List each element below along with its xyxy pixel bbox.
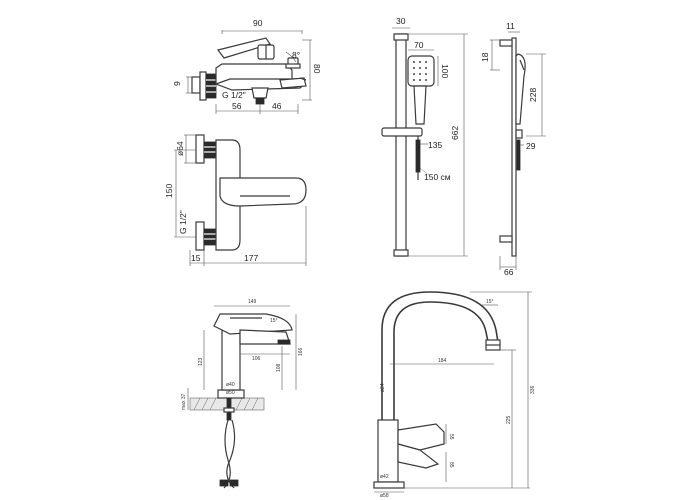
dim-angle: 8° bbox=[292, 50, 300, 60]
dim-basin-diam-base: ø50 bbox=[226, 390, 235, 396]
dim-kitchen-handle-a: 55 bbox=[448, 434, 454, 440]
dim-holder: 135 bbox=[428, 140, 442, 150]
dim-front-diameter: ø64 bbox=[175, 141, 185, 156]
dim-offset: 15 bbox=[191, 253, 201, 263]
dim-side-holder: 29 bbox=[526, 141, 536, 151]
shower-head-nozzles bbox=[413, 61, 427, 81]
dim-eccentric: 9 bbox=[172, 81, 182, 86]
basin-mixer-view: 149 15° 106 123 108 166 ø40 ø50 max 37 bbox=[181, 299, 304, 489]
bath-mixer-front-view: ø64 150 G 1/2" 15 177 bbox=[164, 134, 307, 266]
dim-center-distance: 150 bbox=[164, 184, 174, 198]
dim-total-width: 177 bbox=[244, 253, 258, 263]
dim-basin-height-left: 123 bbox=[198, 357, 204, 366]
dim-hose: 150 см bbox=[424, 172, 451, 182]
dim-rail-width: 30 bbox=[396, 16, 406, 26]
dim-basin-height-right: 166 bbox=[298, 347, 304, 356]
dim-width-top: 90 bbox=[253, 18, 263, 28]
dim-head-width: 70 bbox=[414, 40, 424, 50]
dim-kitchen-handle-b: 85 bbox=[448, 462, 454, 468]
dim-kitchen-total-height: 336 bbox=[530, 385, 536, 394]
dim-top-offset: 18 bbox=[480, 52, 490, 62]
dim-basin-angle: 15° bbox=[270, 318, 278, 324]
dim-kitchen-reach: 184 bbox=[438, 358, 447, 364]
dim-head-height: 100 bbox=[440, 64, 450, 78]
dim-thread-side: G 1/2" bbox=[222, 90, 246, 100]
shower-rail-side-view: 11 18 228 29 66 bbox=[480, 21, 546, 277]
dim-kitchen-diam-base: ø58 bbox=[380, 493, 389, 499]
dim-basin-reach: 106 bbox=[252, 356, 261, 362]
dim-kitchen-diam-body: ø42 bbox=[380, 474, 389, 480]
bath-mixer-side-view: 90 80 9 G 1/2" 56 46 8° bbox=[172, 18, 322, 114]
dim-kitchen-spout-height: 225 bbox=[506, 415, 512, 424]
dim-total-height: 662 bbox=[450, 126, 460, 140]
dim-kitchen-angle: 15° bbox=[486, 299, 494, 305]
dim-depth-right: 46 bbox=[272, 101, 282, 111]
counter-hatch bbox=[193, 397, 259, 411]
dim-kitchen-diam-spout: ø24 bbox=[380, 383, 386, 392]
dim-thread-front: G 1/2" bbox=[178, 210, 188, 234]
dim-basin-diam-top: ø40 bbox=[226, 382, 235, 388]
shower-rail-front-view: 30 70 100 662 135 150 см bbox=[381, 16, 468, 257]
dim-depth-left: 56 bbox=[232, 101, 242, 111]
kitchen-mixer-view: 15° 184 225 336 ø24 55 85 ø42 ø58 bbox=[373, 291, 536, 499]
dim-basin-height-mid: 108 bbox=[276, 363, 282, 372]
dim-top-width: 11 bbox=[506, 21, 515, 31]
dim-counter-max: max 37 bbox=[181, 393, 187, 410]
dim-height: 80 bbox=[312, 64, 322, 74]
dim-bottom-depth: 66 bbox=[504, 267, 514, 277]
dim-basin-width: 149 bbox=[248, 299, 257, 305]
dim-side-head-height: 228 bbox=[528, 88, 538, 102]
